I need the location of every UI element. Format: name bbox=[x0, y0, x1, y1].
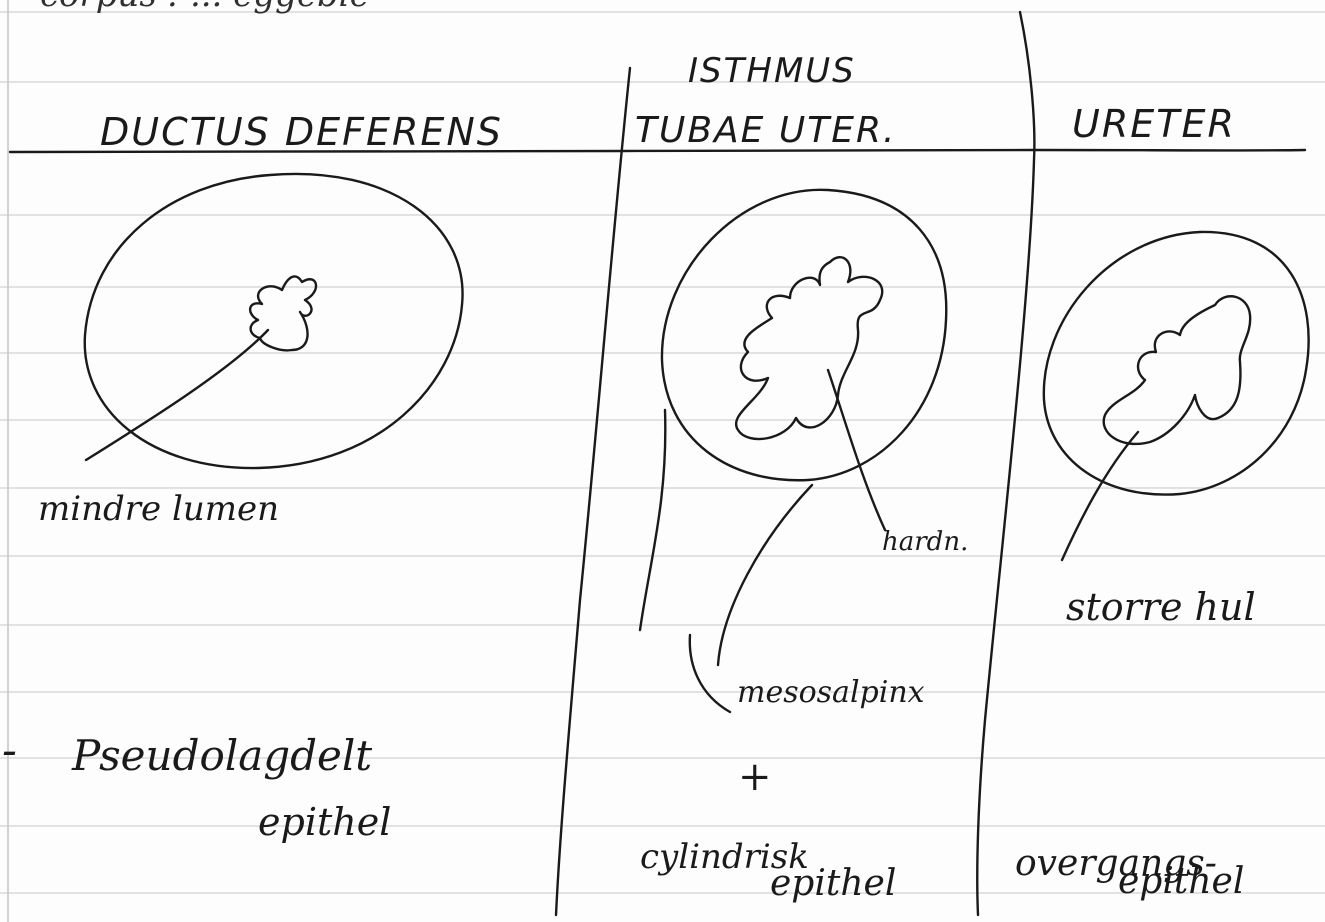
column-divider-left bbox=[556, 68, 630, 915]
header-isthmus: ISTHMUS bbox=[688, 51, 856, 91]
ureter-outer-wall bbox=[1044, 232, 1309, 495]
mesosalpinx-line-left bbox=[640, 410, 665, 630]
top-fragment-text: corpus : ... eggeble bbox=[40, 0, 370, 15]
isthmus-folds-pointer bbox=[828, 370, 885, 530]
label-storre-hul: storre hul bbox=[1066, 585, 1256, 629]
label-epithel-right: epithel bbox=[1118, 861, 1244, 902]
label-hardn: hardn. bbox=[882, 527, 968, 557]
label-mesosalpinx: mesosalpinx bbox=[737, 675, 925, 710]
ureter-pointer-line bbox=[1062, 432, 1138, 560]
mesosalpinx-bracket bbox=[690, 635, 730, 712]
ductus-pointer-line bbox=[86, 330, 268, 460]
label-pseudolagdelt: Pseudolagdelt bbox=[71, 731, 372, 780]
ductus-deferens-sketch bbox=[85, 174, 463, 468]
header-ductus-deferens: DUCTUS DEFERENS bbox=[100, 110, 503, 154]
isthmus-sketch bbox=[640, 190, 946, 712]
isthmus-outer-wall bbox=[662, 190, 946, 480]
label-epithel-left: epithel bbox=[258, 800, 391, 844]
label-mindre-lumen: mindre lumen bbox=[38, 489, 279, 529]
epithelium-dash: - bbox=[2, 725, 17, 776]
ureter-lumen bbox=[1104, 296, 1251, 444]
header-tubae-uter: TUBAE UTER. bbox=[635, 110, 896, 151]
plus-sign: + bbox=[738, 754, 772, 800]
label-epithel-middle: epithel bbox=[770, 863, 896, 904]
ureter-sketch bbox=[1044, 232, 1309, 560]
isthmus-folded-lumen bbox=[736, 257, 882, 439]
column-divider-right bbox=[977, 12, 1034, 915]
header-ureter: URETER bbox=[1072, 102, 1236, 146]
mesosalpinx-line-right bbox=[718, 485, 812, 665]
